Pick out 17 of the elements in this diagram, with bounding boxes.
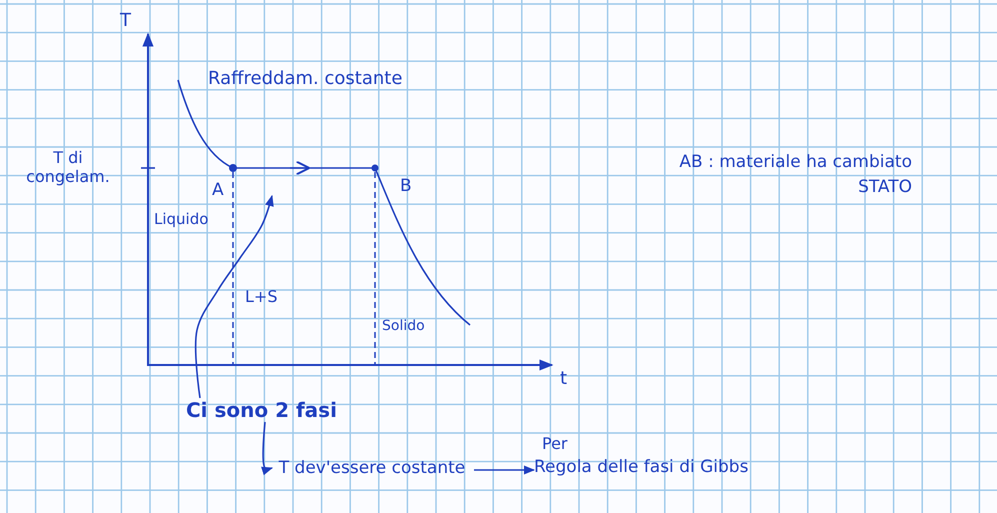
note-text: Ci sono 2 fasi — [186, 398, 422, 422]
arrow — [194, 194, 274, 398]
annotation-text: A — [212, 180, 224, 200]
annotation-text: B — [400, 176, 412, 196]
arrow — [261, 422, 274, 476]
annotation-text: L+S — [245, 287, 278, 306]
annotation-text: Raffreddam. costante — [208, 68, 402, 90]
edge-label: Per — [542, 434, 568, 454]
axis-label: t — [560, 368, 568, 390]
note-text: T dev'essere costante — [272, 458, 472, 478]
arrow — [474, 466, 536, 474]
annotation-text: AB : materiale ha cambiato STATO — [678, 151, 912, 199]
annotation-text: T di congelam. — [25, 148, 111, 186]
axis-label: T — [120, 10, 131, 32]
annotation-text: Solido — [382, 318, 425, 335]
annotation-text: Liquido — [154, 210, 208, 228]
note-text: Regola delle fasi di Gibbs — [534, 457, 864, 477]
